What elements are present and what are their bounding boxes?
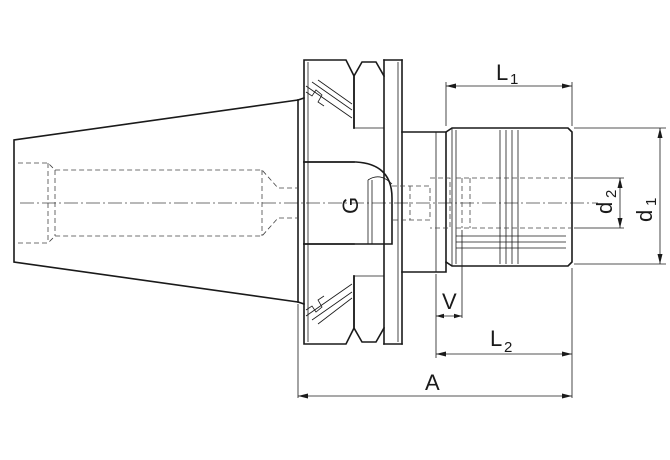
flange	[296, 59, 403, 345]
label-d2-sub: 2	[603, 190, 620, 198]
label-d2: d	[592, 202, 617, 214]
neck	[392, 131, 451, 273]
label-l1: L	[496, 60, 508, 85]
taper-shank	[13, 99, 299, 303]
clamping-nut	[444, 127, 573, 267]
label-d1: d	[632, 210, 657, 222]
extension-lines	[297, 82, 666, 398]
label-l2: L	[490, 326, 502, 351]
dimension-l2: L 2	[436, 326, 572, 357]
dimension-l1: L 1	[446, 60, 572, 89]
dimension-d1: d 1	[632, 128, 663, 264]
label-l2-sub: 2	[504, 339, 512, 356]
label-d1-sub: 1	[643, 198, 660, 206]
label-l1-sub: 1	[510, 71, 518, 88]
dimension-v: V	[436, 289, 462, 319]
dimension-a: A	[298, 370, 572, 399]
dimension-d2: d 2	[592, 178, 623, 228]
label-v: V	[442, 289, 457, 314]
label-a: A	[425, 370, 440, 395]
label-g: G	[338, 197, 363, 214]
